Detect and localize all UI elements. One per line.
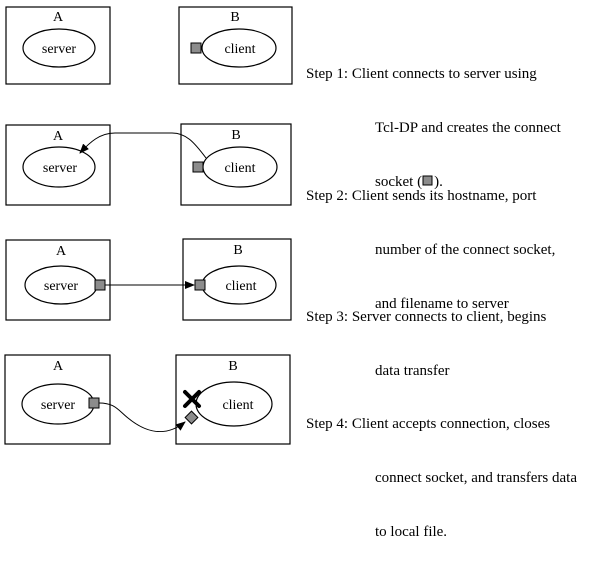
- host-a-label: A: [53, 359, 64, 374]
- step-3-diagram: A server B client: [5, 238, 292, 321]
- accepted-connection-arrow: [98, 402, 186, 433]
- server-label: server: [43, 161, 78, 176]
- host-b-label: B: [231, 128, 240, 143]
- socket-square-icon: [194, 279, 206, 291]
- step-line: to local file.: [375, 524, 448, 540]
- socket-square-icon: [88, 397, 100, 409]
- socket-square-icon: [184, 410, 199, 425]
- host-a-label: A: [53, 129, 64, 144]
- diagram-canvas: A server B client A server B client A se…: [4, 6, 293, 445]
- client-label: client: [222, 398, 253, 413]
- host-a-label: A: [56, 244, 67, 259]
- x-mark-icon: [183, 390, 201, 408]
- socket-square-icon: [94, 279, 106, 291]
- step-1-diagram: A server B client: [5, 6, 293, 85]
- host-a-label: A: [53, 10, 64, 25]
- server-label: server: [42, 42, 77, 57]
- client-label: client: [225, 279, 256, 294]
- client-label: client: [224, 161, 255, 176]
- host-b-label: B: [228, 359, 237, 374]
- client-label: client: [224, 42, 255, 57]
- server-label: server: [44, 279, 79, 294]
- step-line: connect socket, and transfers data: [375, 470, 577, 486]
- step-2-diagram: A server B client: [5, 123, 292, 206]
- socket-square-icon: [190, 42, 202, 54]
- server-label: server: [41, 398, 76, 413]
- host-b-label: B: [230, 10, 239, 25]
- server-node: [22, 146, 96, 188]
- server-node: [22, 28, 96, 68]
- hostname-message-arrow: [79, 132, 207, 159]
- step-4-diagram: A server B client: [4, 354, 291, 445]
- host-b-label: B: [233, 243, 242, 258]
- socket-square-icon: [192, 161, 204, 173]
- client-node: [201, 28, 277, 68]
